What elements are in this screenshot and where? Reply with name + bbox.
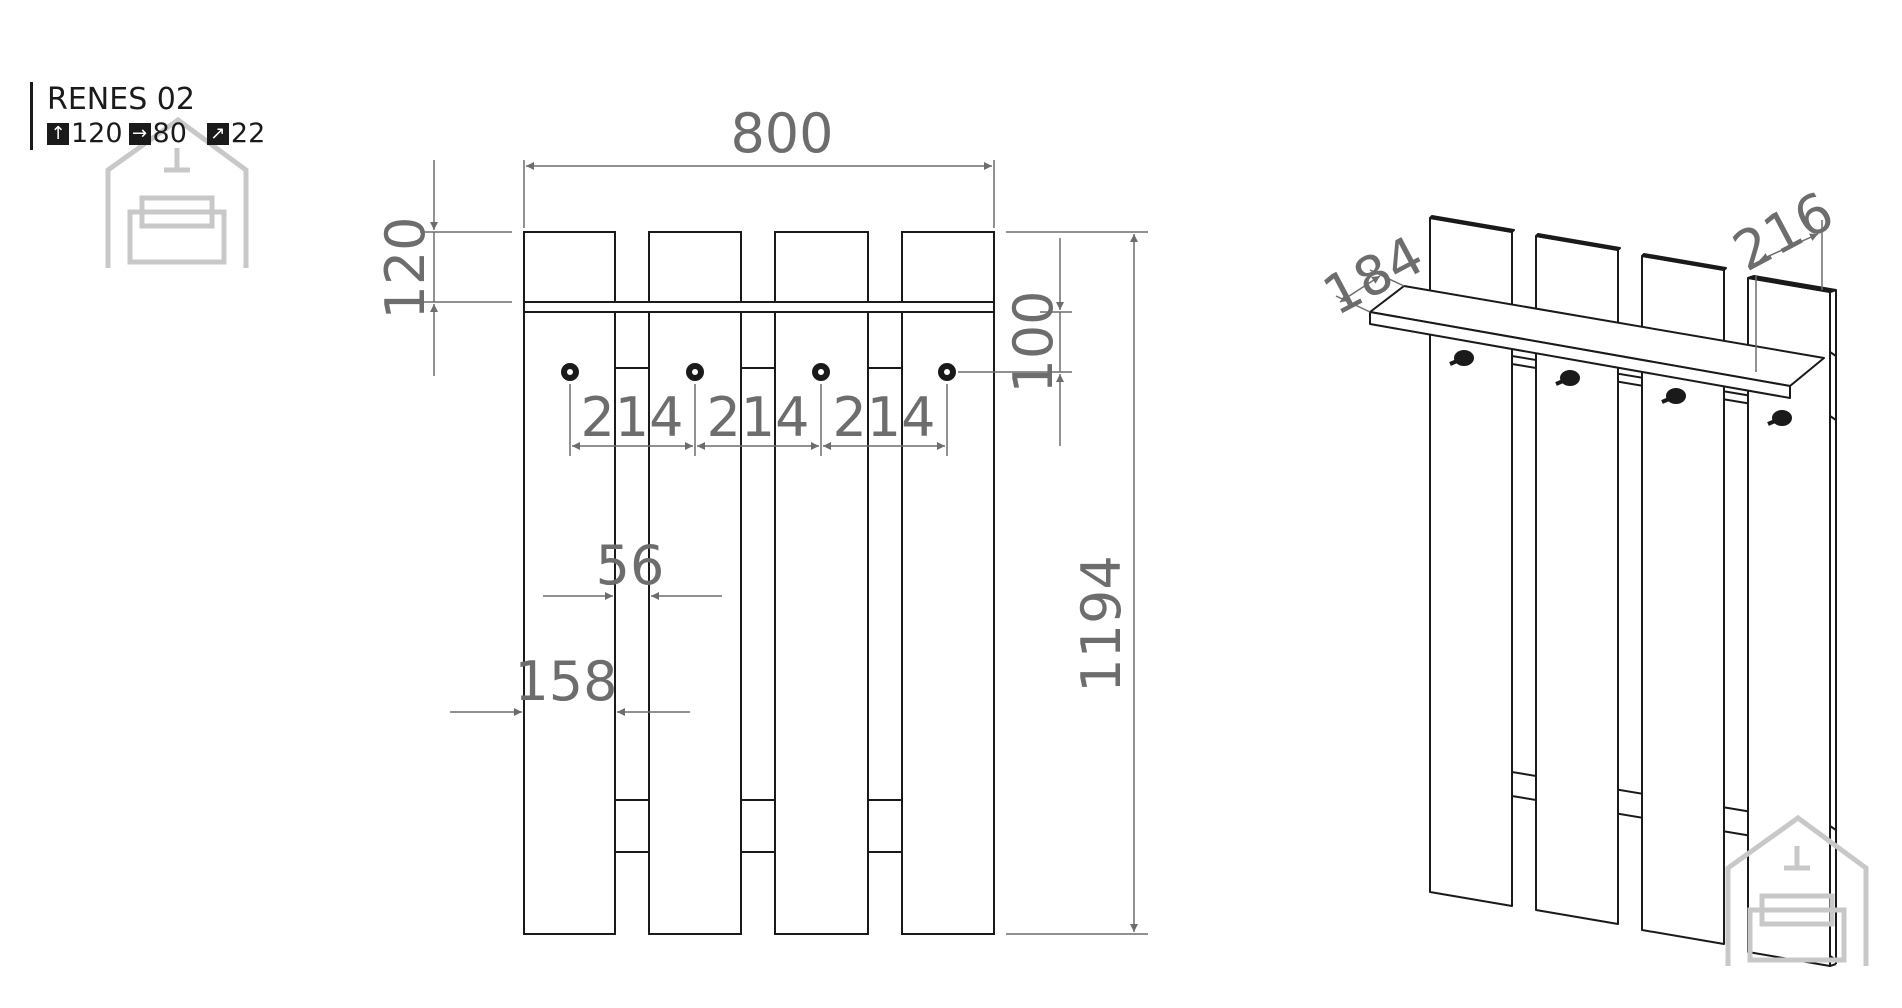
front-view [523,231,995,935]
shelf [523,301,995,313]
gap-56-label: 56 [596,534,665,597]
product-name: RENES 02 [47,82,195,117]
arrow-diagonal-icon: ↗ [206,123,229,145]
product-height: 120 [71,118,123,149]
height-1194-label: 1194 [1070,555,1133,692]
product-dimensions: ↑ 120 → 80 ↗ 22 [47,118,271,150]
total-depth-216-label: 216 [1723,180,1844,284]
arrow-up-icon: ↑ [47,123,69,145]
iso-hooks [1449,350,1792,426]
hook-spacing-label-1: 214 [580,386,683,449]
product-header: RENES 02 ↑ 120 → 80 ↗ 22 [30,82,271,150]
hook-spacing-label-3: 214 [832,386,935,449]
house-sofa-logo-watermark-icon [1725,814,1869,966]
iso-shelf [1369,285,1825,399]
arrow-right-icon: → [128,123,151,145]
width-800-label: 800 [730,102,833,165]
boards [523,231,995,935]
product-width: 80 [152,118,187,149]
shelf-height-120-label: 120 [374,216,437,319]
iso-view [1369,215,1837,967]
house-sofa-logo-icon [105,116,249,268]
iso-dimensions [1335,220,1823,372]
iso-boards [1429,215,1837,967]
board-158-label: 158 [514,650,617,713]
front-dimensions [420,160,1148,935]
hook-offset-100-label: 100 [1002,290,1065,393]
product-depth: 22 [230,118,266,149]
hooks [561,363,956,381]
hook-spacing-label-2: 214 [706,386,809,449]
